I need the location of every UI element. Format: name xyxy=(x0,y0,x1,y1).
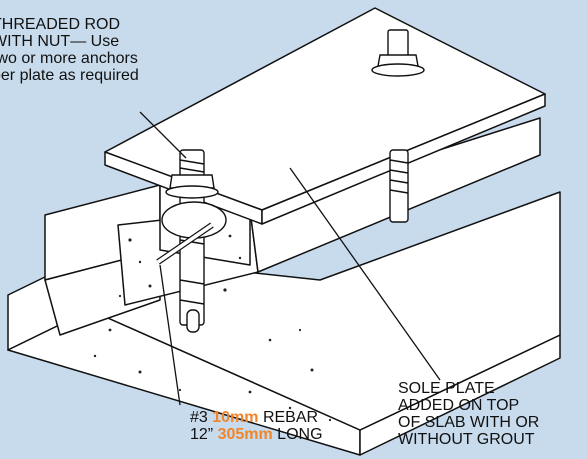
rod-callout-line-1: THREADED ROD xyxy=(0,16,121,33)
sole-callout-line-2: ADDED ON TOP xyxy=(398,397,520,414)
rebar-size: #3 xyxy=(190,409,213,426)
rebar-callout-line-1: #3 10mm REBAR xyxy=(190,409,323,426)
rebar-size-metric: 10mm xyxy=(212,409,259,426)
threaded-rod-callout: THREADED ROD WITH NUT— Use two or more a… xyxy=(0,16,200,84)
lower-slab xyxy=(7,191,561,456)
sole-callout-line-1: SOLE PLATE xyxy=(398,380,495,397)
threaded-rod-anchor xyxy=(156,149,227,333)
rod-callout-line-4: per plate as required xyxy=(0,67,139,84)
sole-plate-callout: SOLE PLATE ADDED ON TOP OF SLAB WITH OR … xyxy=(398,380,539,448)
rebar-length-label: LONG xyxy=(272,426,323,443)
sole-callout-line-4: WITHOUT GROUT xyxy=(398,431,535,448)
rod-callout-line-3: two or more anchors xyxy=(0,50,138,67)
rebar-length: 12” xyxy=(190,426,218,443)
sole-callout-line-3: OF SLAB WITH OR xyxy=(398,414,540,431)
leader-lines xyxy=(139,111,441,406)
rod-callout-line-2: WITH NUT— Use xyxy=(0,33,120,50)
rebar-callout-line-2: 12” 305mm LONG xyxy=(190,426,323,443)
rebar-length-metric: 305mm xyxy=(217,426,273,443)
rebar-callout: #3 10mm REBAR 12” 305mm LONG xyxy=(190,409,323,443)
rebar-label: REBAR xyxy=(258,409,319,426)
rear-anchor xyxy=(371,29,425,223)
